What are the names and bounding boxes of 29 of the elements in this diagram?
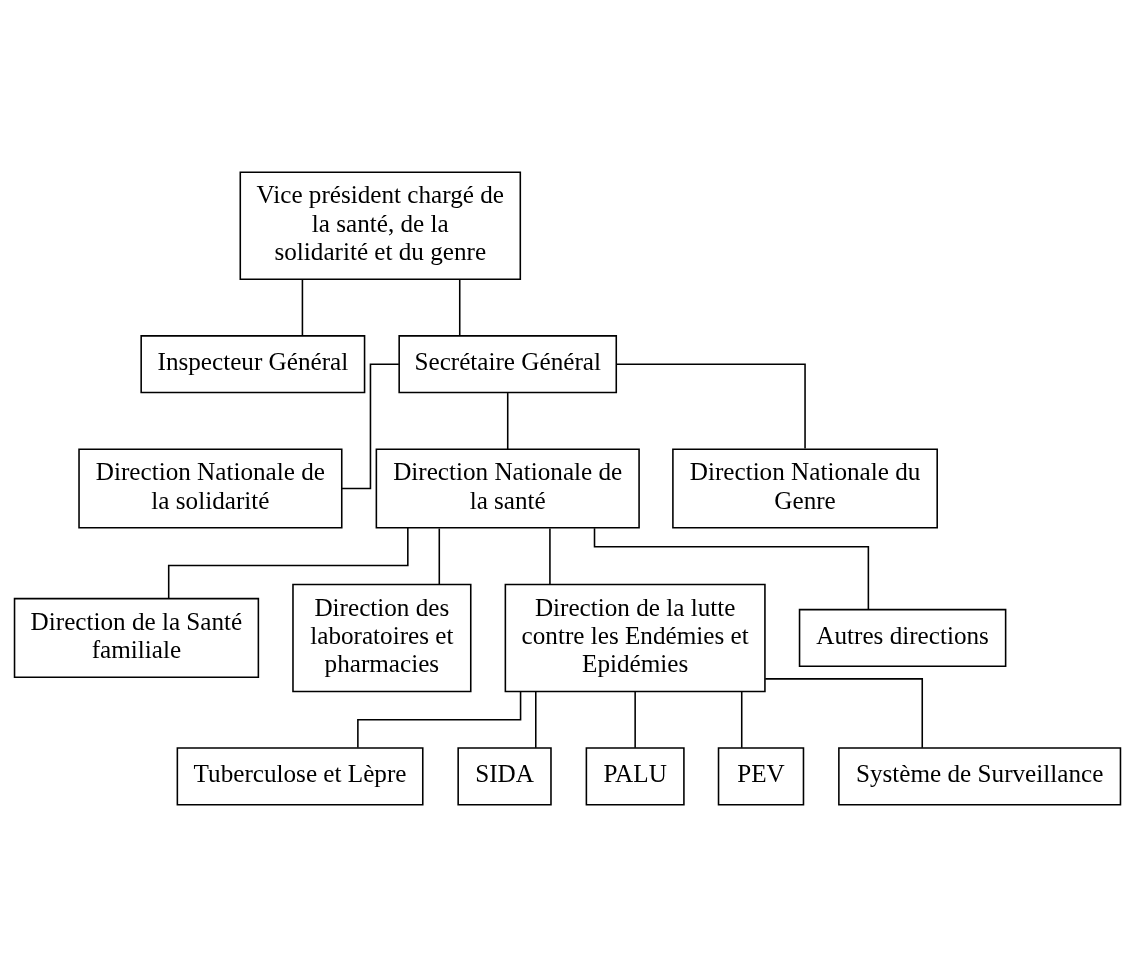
node-box: PEV <box>717 747 805 806</box>
node-box: Autres directions <box>798 608 1007 668</box>
node-box: Système de Surveillance <box>838 747 1122 806</box>
node-box: Inspecteur Général <box>140 335 366 394</box>
connector <box>535 690 537 749</box>
connector <box>593 527 870 611</box>
connector <box>740 690 743 749</box>
node-box: Direction des laboratoires et pharmacies <box>292 583 472 693</box>
connector <box>357 690 522 749</box>
connector <box>764 678 924 749</box>
connector <box>615 363 806 450</box>
connector <box>458 278 461 337</box>
node-box: Direction Nationale de la solidarité <box>78 448 343 529</box>
node-box: Direction Nationale du Genre <box>672 448 938 529</box>
connector <box>301 278 304 337</box>
node-box: Tuberculose et Lèpre <box>176 747 424 806</box>
connector <box>634 690 636 749</box>
connector <box>506 392 509 450</box>
connector <box>438 527 441 586</box>
node-box: Vice président chargé de la santé, de la solidarité et du genre <box>239 171 522 281</box>
node-box: Direction de la Santé familiale <box>13 597 260 679</box>
node-box: Secrétaire Général <box>398 335 618 394</box>
connector <box>167 527 409 600</box>
connector <box>341 363 400 490</box>
node-box: SIDA <box>457 747 552 806</box>
connector <box>549 527 551 586</box>
node-box: Direction de la lutte contre les Endémies et Epidémies <box>504 583 766 693</box>
node-box: Direction Nationale de la santé <box>375 448 640 529</box>
node-box: PALU <box>585 747 685 806</box>
